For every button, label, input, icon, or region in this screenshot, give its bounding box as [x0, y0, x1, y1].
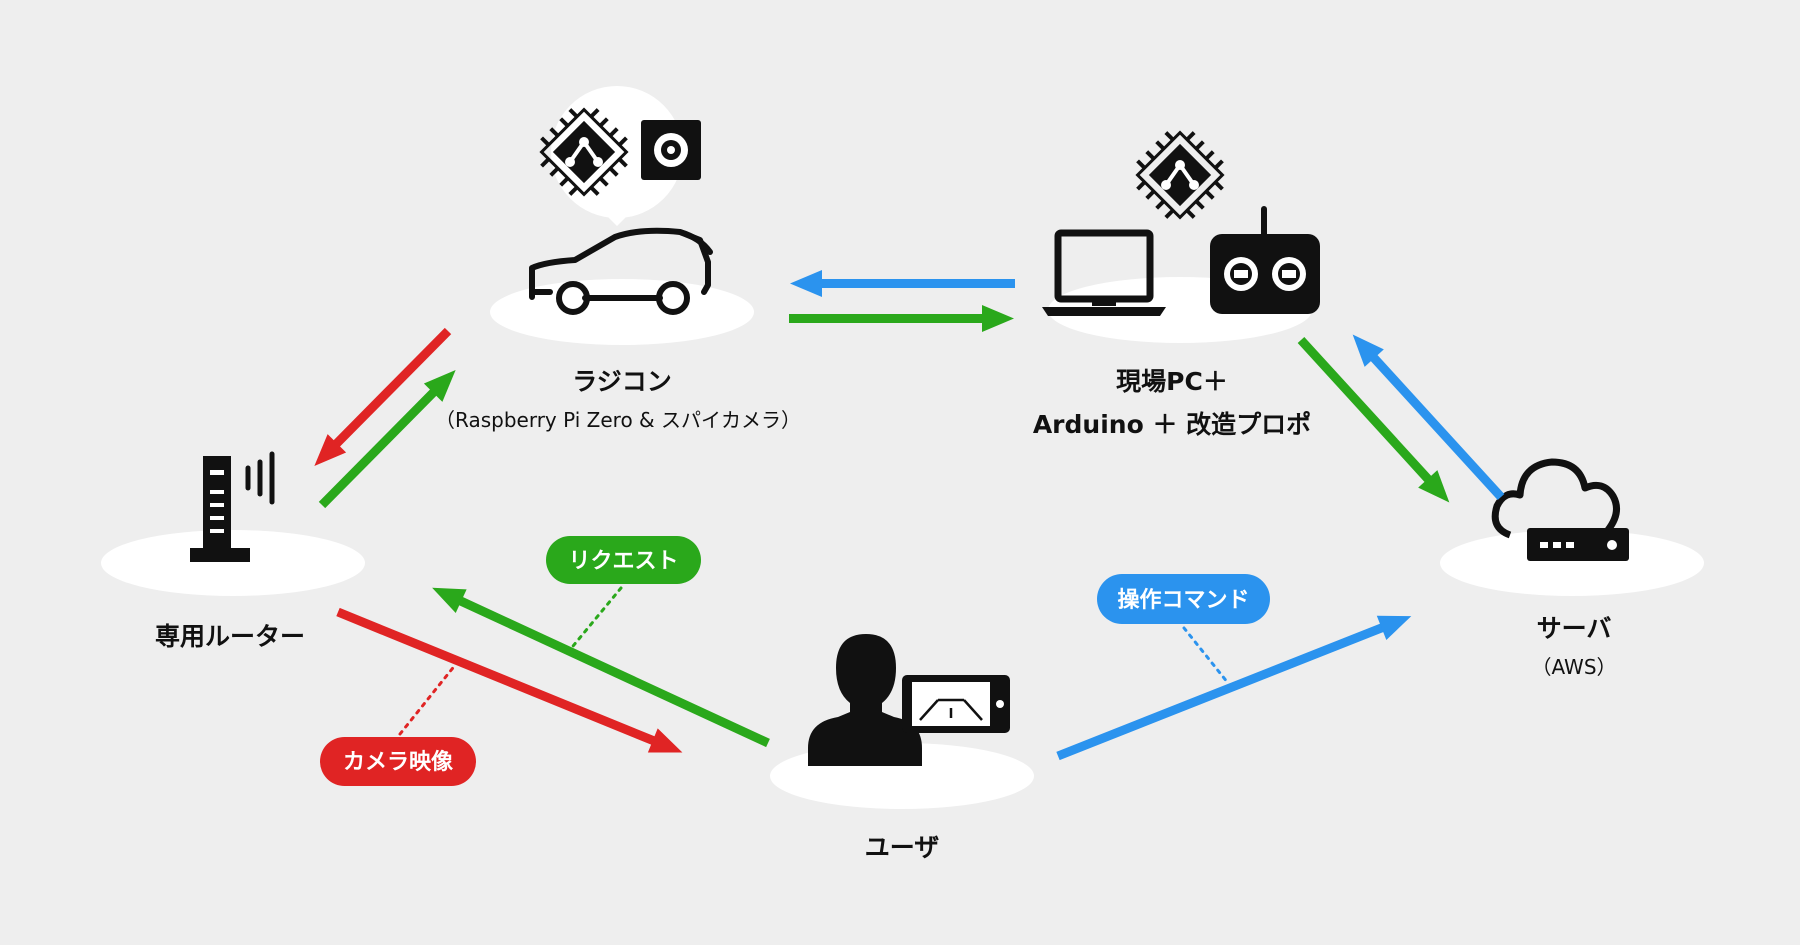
- server-sublabel: （AWS）: [1531, 655, 1616, 679]
- car-bubble: [551, 86, 683, 226]
- smartphone-icon: [902, 675, 1010, 733]
- car-label: ラジコン: [572, 367, 672, 396]
- request-tag-text: リクエスト: [568, 549, 678, 574]
- pc-label-line1: 現場PC＋: [1116, 367, 1228, 396]
- camera-icon: [641, 120, 701, 180]
- arrow-car-to-pc: [789, 305, 1014, 332]
- command-tag-text: 操作コマンド: [1117, 588, 1249, 613]
- command-leader-line: [1182, 626, 1230, 685]
- arrow-router-to-user: [336, 607, 683, 753]
- rc-transmitter-icon: [1210, 206, 1320, 314]
- router-label: 専用ルーター: [155, 622, 305, 651]
- router-icon: [190, 451, 275, 562]
- car-icon: [529, 227, 713, 315]
- person-icon: [808, 634, 922, 766]
- arrow-pc-to-server: [1297, 336, 1450, 503]
- arrow-user-to-server: [1056, 615, 1412, 761]
- request-leader-line: [562, 586, 623, 659]
- user-label: ユーザ: [865, 833, 940, 862]
- arrow-car-to-router: [314, 327, 452, 467]
- chip-icon: [539, 107, 629, 197]
- arrow-router-to-car: [318, 369, 456, 509]
- video-tag: カメラ映像: [320, 737, 476, 786]
- video-leader-line: [398, 662, 458, 736]
- chip-icon: [1135, 130, 1225, 220]
- car-sublabel: （Raspberry Pi Zero & スパイカメラ）: [435, 408, 801, 432]
- pc-label-line2: Arduino ＋ 改造プロポ: [1033, 410, 1311, 439]
- arrow-pc-to-car: [790, 270, 1015, 297]
- server-platform: [1440, 530, 1704, 596]
- arrow-server-to-pc: [1352, 334, 1505, 501]
- request-tag: リクエスト: [546, 536, 701, 584]
- router-platform: [101, 530, 365, 596]
- server-label: サーバ: [1537, 614, 1612, 643]
- video-tag-text: カメラ映像: [343, 749, 454, 775]
- cloud-icon: [1491, 458, 1621, 539]
- arrow-user-to-router: [432, 587, 770, 748]
- command-tag: 操作コマンド: [1097, 574, 1270, 624]
- server-icon: [1527, 528, 1629, 561]
- laptop-icon: [1042, 229, 1166, 316]
